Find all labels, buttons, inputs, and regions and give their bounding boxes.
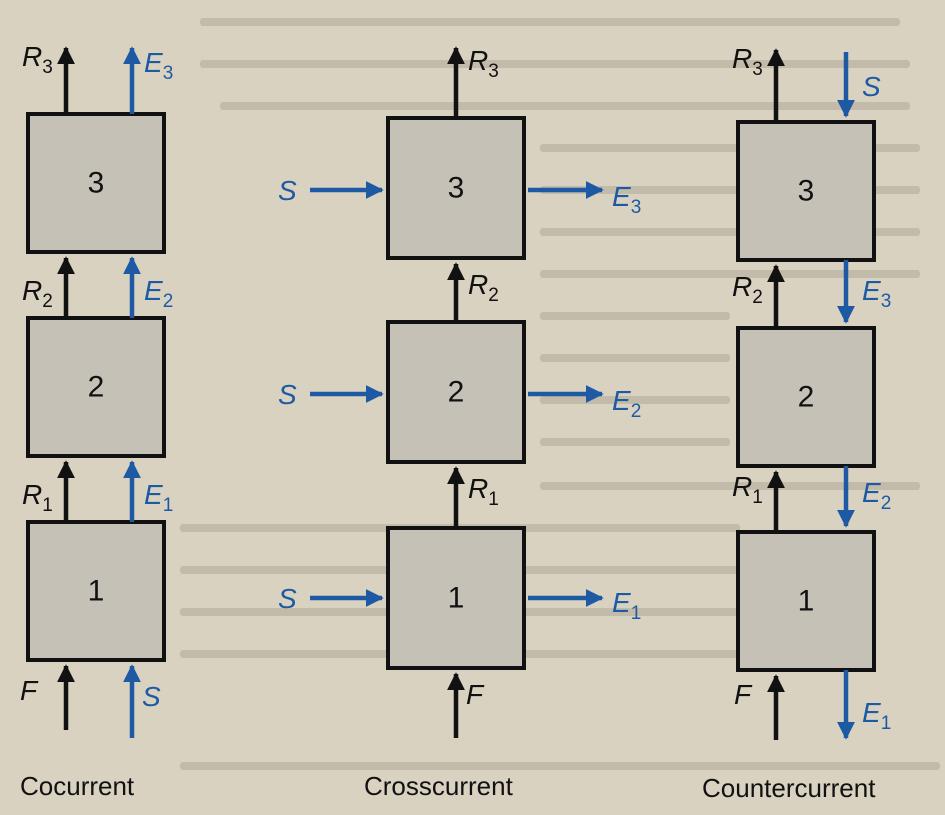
stage-label: 2	[798, 381, 815, 414]
raffinate-label: R1	[732, 471, 763, 508]
solvent-label: S	[278, 379, 297, 410]
raffinate-label: R2	[468, 269, 499, 306]
stage-box	[26, 112, 166, 254]
stage-label: 2	[88, 371, 105, 404]
stage-box	[386, 320, 526, 464]
panel-cocurrent: 3 2 1 F S R1 R2 R3 E1 E2 E3 Cocurrent	[20, 41, 173, 801]
raffinate-label: R2	[22, 275, 53, 312]
feed-label: F	[734, 679, 753, 710]
extract-label: E1	[144, 479, 173, 516]
extract-label: E2	[862, 477, 891, 514]
extract-label: E3	[862, 275, 891, 312]
extract-label: E2	[612, 385, 641, 422]
stage-box	[26, 520, 166, 662]
stage-label: 3	[88, 167, 105, 200]
stage-label: 1	[798, 585, 815, 618]
panel-caption: Crosscurrent	[364, 771, 514, 801]
stage-box	[736, 120, 876, 262]
raffinate-label: R3	[22, 41, 53, 78]
solvent-label: S	[862, 71, 881, 102]
panel-countercurrent: 3 2 1 R3 R2 R1 S E3 E2 E1 F Countercurre…	[702, 43, 891, 803]
feed-label: F	[20, 675, 39, 706]
extract-label: E2	[144, 275, 173, 312]
stage-box	[736, 530, 876, 672]
feed-label: F	[466, 679, 485, 710]
stage-box	[386, 526, 526, 670]
raffinate-label: R3	[732, 43, 763, 80]
extract-label: E3	[144, 47, 173, 84]
stage-label: 1	[448, 582, 465, 615]
stage-box	[386, 116, 526, 260]
stage-label: 3	[448, 172, 465, 205]
stage-label: 2	[448, 376, 465, 409]
solvent-label: S	[278, 583, 297, 614]
raffinate-label: R1	[22, 479, 53, 516]
raffinate-label: R1	[468, 473, 499, 510]
solvent-label: S	[278, 175, 297, 206]
solvent-label: S	[142, 681, 161, 712]
stage-box	[26, 316, 166, 458]
panel-caption: Cocurrent	[20, 771, 135, 801]
raffinate-label: R3	[468, 45, 499, 82]
stage-label: 3	[798, 175, 815, 208]
stage-box	[736, 326, 876, 468]
extract-label: E3	[612, 181, 641, 218]
raffinate-label: R2	[732, 271, 763, 308]
panel-caption: Countercurrent	[702, 773, 876, 803]
stage-label: 1	[88, 575, 105, 608]
panel-crosscurrent: 3 2 1 S S S E3 E2 E1 R1 R2 R3 F Crosscur…	[278, 45, 641, 801]
extract-label: E1	[862, 697, 891, 734]
extract-label: E1	[612, 587, 641, 624]
